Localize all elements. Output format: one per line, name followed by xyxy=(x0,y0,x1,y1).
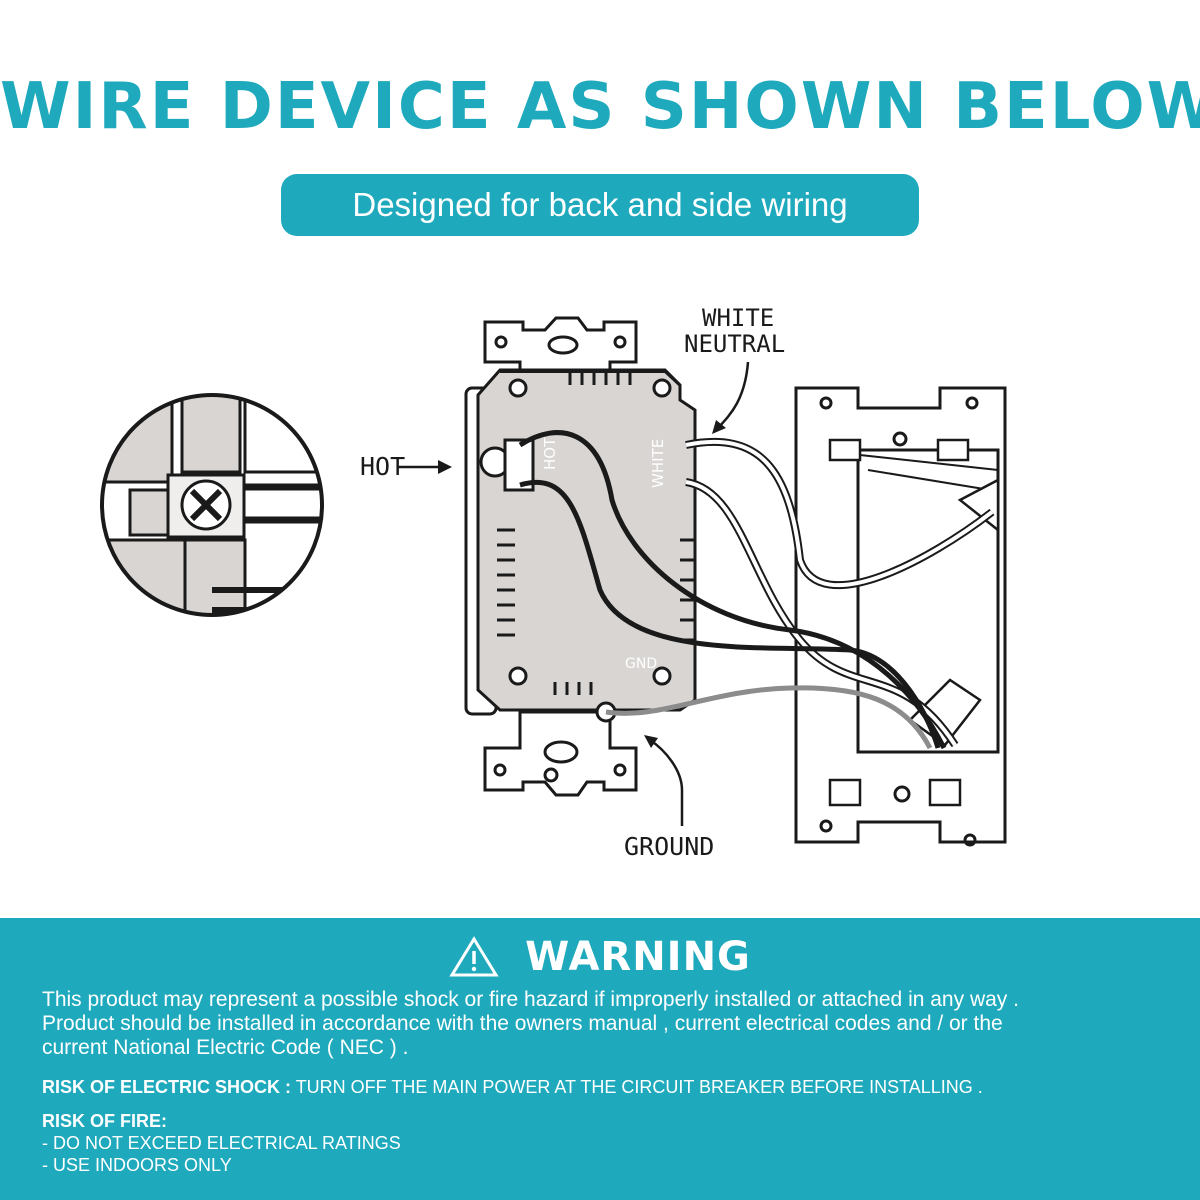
hot-wires xyxy=(518,430,947,750)
page-title: WIRE DEVICE AS SHOWN BELOW xyxy=(0,70,1200,144)
subtitle-banner: Designed for back and side wiring xyxy=(281,174,919,236)
warning-line: current National Electric Code ( NEC ) . xyxy=(42,1036,409,1059)
warning-triangle-icon xyxy=(449,936,499,977)
fire-label: RISK OF FIRE: xyxy=(42,1111,167,1131)
fire-warning: RISK OF FIRE: - DO NOT EXCEED ELECTRICAL… xyxy=(42,1110,1172,1176)
fire-item: - USE INDOORS ONLY xyxy=(42,1155,232,1175)
device-gnd-imprint: GND xyxy=(625,656,657,672)
wiring-diagram: HOT WHITE NEUTRAL GROUND xyxy=(100,304,1007,861)
warning-line: Product should be installed in accordanc… xyxy=(42,1012,1003,1035)
warning-panel: WARNING This product may represent a pos… xyxy=(0,918,1200,1200)
electrical-wall-box xyxy=(794,386,1007,847)
shock-label: RISK OF ELECTRIC SHOCK : xyxy=(42,1077,292,1097)
terminal-zoom-detail xyxy=(100,393,324,617)
neutral-arrow-icon xyxy=(712,361,750,434)
ground-wire xyxy=(605,685,933,750)
outlet-device: HOT WHITE GND xyxy=(464,316,697,797)
device-hot-imprint: HOT xyxy=(541,437,559,470)
screw-icon xyxy=(180,479,232,531)
fire-item: - DO NOT EXCEED ELECTRICAL RATINGS xyxy=(42,1133,401,1153)
shock-warning: RISK OF ELECTRIC SHOCK : TURN OFF THE MA… xyxy=(42,1076,1172,1098)
ground-label: GROUND xyxy=(624,832,714,861)
shock-text: TURN OFF THE MAIN POWER AT THE CIRCUIT B… xyxy=(291,1077,983,1097)
ground-arrow-icon xyxy=(644,735,684,826)
subtitle-text: Designed for back and side wiring xyxy=(352,186,848,223)
warning-line: This product may represent a possible sh… xyxy=(42,988,1019,1011)
hot-arrow-icon xyxy=(397,460,452,474)
warning-heading: WARNING xyxy=(0,934,1200,980)
warning-paragraph: This product may represent a possible sh… xyxy=(42,988,1172,1060)
white-neutral-label-line1: WHITE xyxy=(702,304,774,332)
device-white-imprint: WHITE xyxy=(649,439,667,488)
warning-title: WARNING xyxy=(525,934,751,980)
white-neutral-label-line2: NEUTRAL xyxy=(684,330,785,358)
